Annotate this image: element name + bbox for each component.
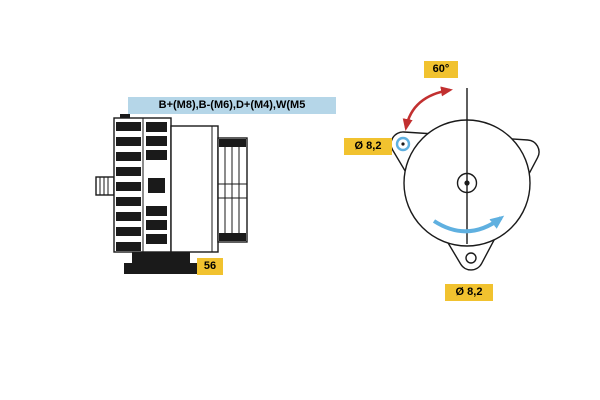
cooling-ribs — [116, 122, 167, 251]
angle-label: 60° — [424, 61, 458, 78]
side-view — [95, 114, 248, 274]
pulley — [217, 137, 248, 243]
bottom-hole-diameter-label: Ø 8,2 — [445, 284, 493, 301]
angle-arrow-icon — [402, 86, 453, 131]
foot-dimension-label: 56 — [197, 258, 223, 275]
bottom-mounting-hole — [465, 252, 477, 264]
shaft-icon — [95, 176, 115, 196]
top-mounting-hole-center — [401, 142, 405, 146]
terminal-label: B+(M8),B-(M6),D+(M4),W(M5 — [128, 97, 336, 114]
terminal-stud — [120, 114, 130, 118]
drive-housing — [170, 125, 219, 253]
front-view — [390, 86, 540, 271]
mounting-foot — [124, 252, 198, 274]
top-hole-diameter-label: Ø 8,2 — [344, 138, 392, 155]
rotation-arrow-icon — [432, 215, 505, 234]
